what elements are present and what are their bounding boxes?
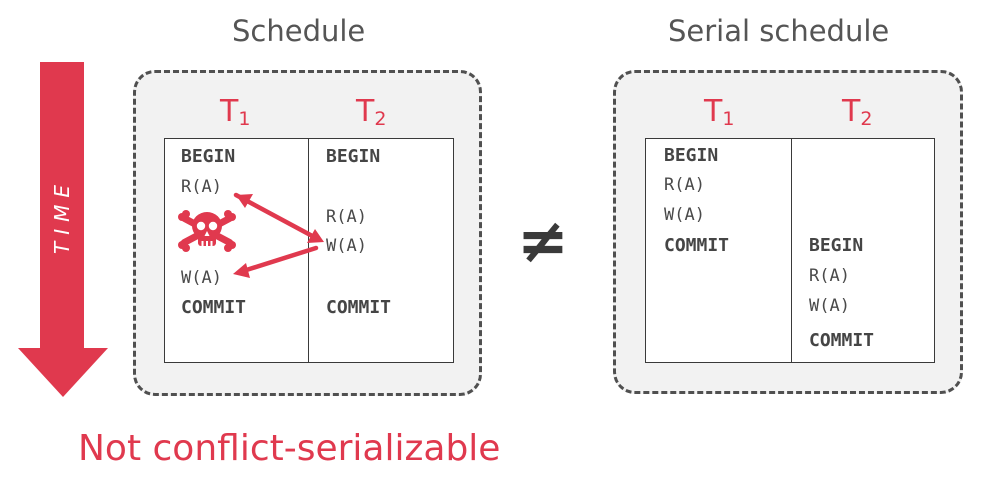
serial-t1-write: W(A) <box>664 205 705 225</box>
serial-t2-commit: COMMIT <box>809 330 875 351</box>
serial-schedule-table <box>645 138 935 363</box>
column-divider <box>791 139 792 362</box>
serial-t1-begin: BEGIN <box>664 145 719 166</box>
t1-commit: COMMIT <box>181 297 247 318</box>
schedule-heading: Schedule <box>232 14 366 48</box>
skull-crossbones-icon <box>178 210 236 252</box>
not-conflict-serializable-label: Not conflict-serializable <box>78 428 501 469</box>
serial-t2-begin: BEGIN <box>809 235 864 256</box>
serial-t1-commit: COMMIT <box>664 235 730 256</box>
serial-t1-read: R(A) <box>664 175 705 195</box>
serial-t2-read: R(A) <box>809 266 850 286</box>
not-equal-symbol: ≠ <box>517 204 569 277</box>
serial-t2-header: T2 <box>842 94 873 130</box>
serial-t2-write: W(A) <box>809 296 850 316</box>
serial-t1-header: T1 <box>704 94 735 130</box>
time-arrow-icon <box>18 62 108 397</box>
t2-commit: COMMIT <box>326 297 392 318</box>
t1-begin: BEGIN <box>181 146 236 167</box>
serial-schedule-heading: Serial schedule <box>668 14 890 48</box>
t2-begin: BEGIN <box>326 146 381 167</box>
t1-write: W(A) <box>181 268 222 288</box>
time-label: TIME <box>50 177 75 255</box>
t1-header: T1 <box>220 94 251 130</box>
column-divider <box>308 139 309 362</box>
t2-header: T2 <box>356 94 387 130</box>
t2-read: R(A) <box>326 207 367 227</box>
t2-write: W(A) <box>326 236 367 256</box>
t1-read: R(A) <box>181 177 222 197</box>
